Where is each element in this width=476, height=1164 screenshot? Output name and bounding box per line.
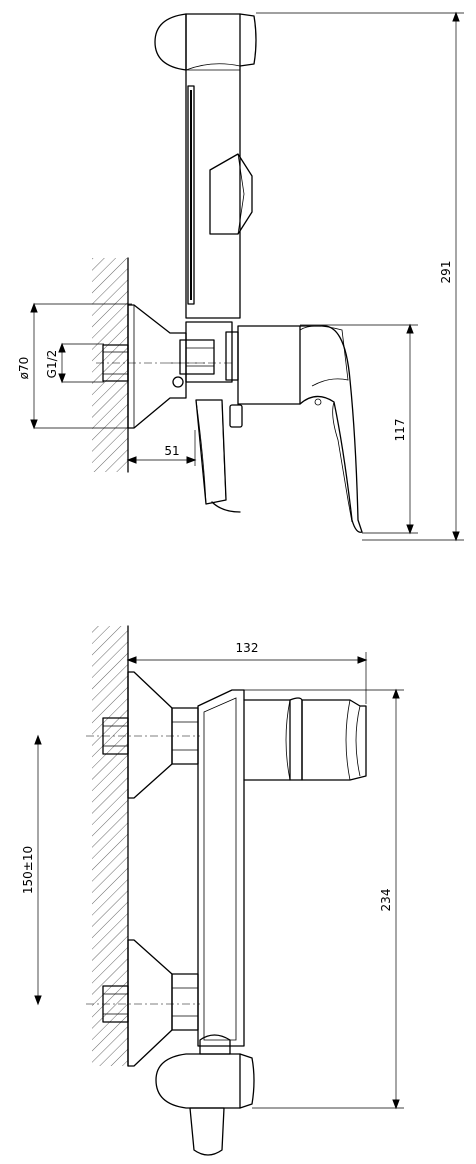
dim-height-label: 117 (393, 419, 407, 442)
bottom-view: 132 150±10 234 (21, 625, 404, 1156)
dim-thread-label: G1/2 (45, 350, 59, 379)
dim-offset: 51 (126, 430, 197, 466)
dim-offset-label: 51 (164, 444, 179, 458)
hand-shower (154, 13, 257, 319)
dim-height: 117 (300, 323, 418, 535)
wall-hatch-top (92, 257, 129, 473)
shower-holder-bottom (155, 1034, 255, 1156)
dim-diameter-label: ø70 (17, 357, 31, 380)
dim-spacing: 150±10 (21, 734, 42, 1006)
dim-length-label: 234 (379, 889, 393, 912)
top-view: ø70 G1/2 51 117 (17, 11, 464, 542)
mixer-body-top (237, 325, 363, 533)
dim-total: 291 (256, 11, 464, 542)
wall-flange-top (127, 304, 187, 429)
dim-depth-label: 132 (236, 641, 259, 655)
dim-spacing-label: 150±10 (21, 846, 35, 894)
hose-top (195, 399, 241, 513)
dim-length: 234 (240, 688, 404, 1110)
dim-total-label: 291 (439, 261, 453, 284)
connection-block-top (172, 321, 243, 428)
dim-thread: G1/2 (45, 342, 104, 384)
dim-diameter: ø70 (17, 302, 132, 430)
dim-depth: 132 (126, 641, 368, 704)
mixer-body-bottom (197, 689, 367, 1047)
wall-hatch-bottom (92, 625, 129, 1067)
